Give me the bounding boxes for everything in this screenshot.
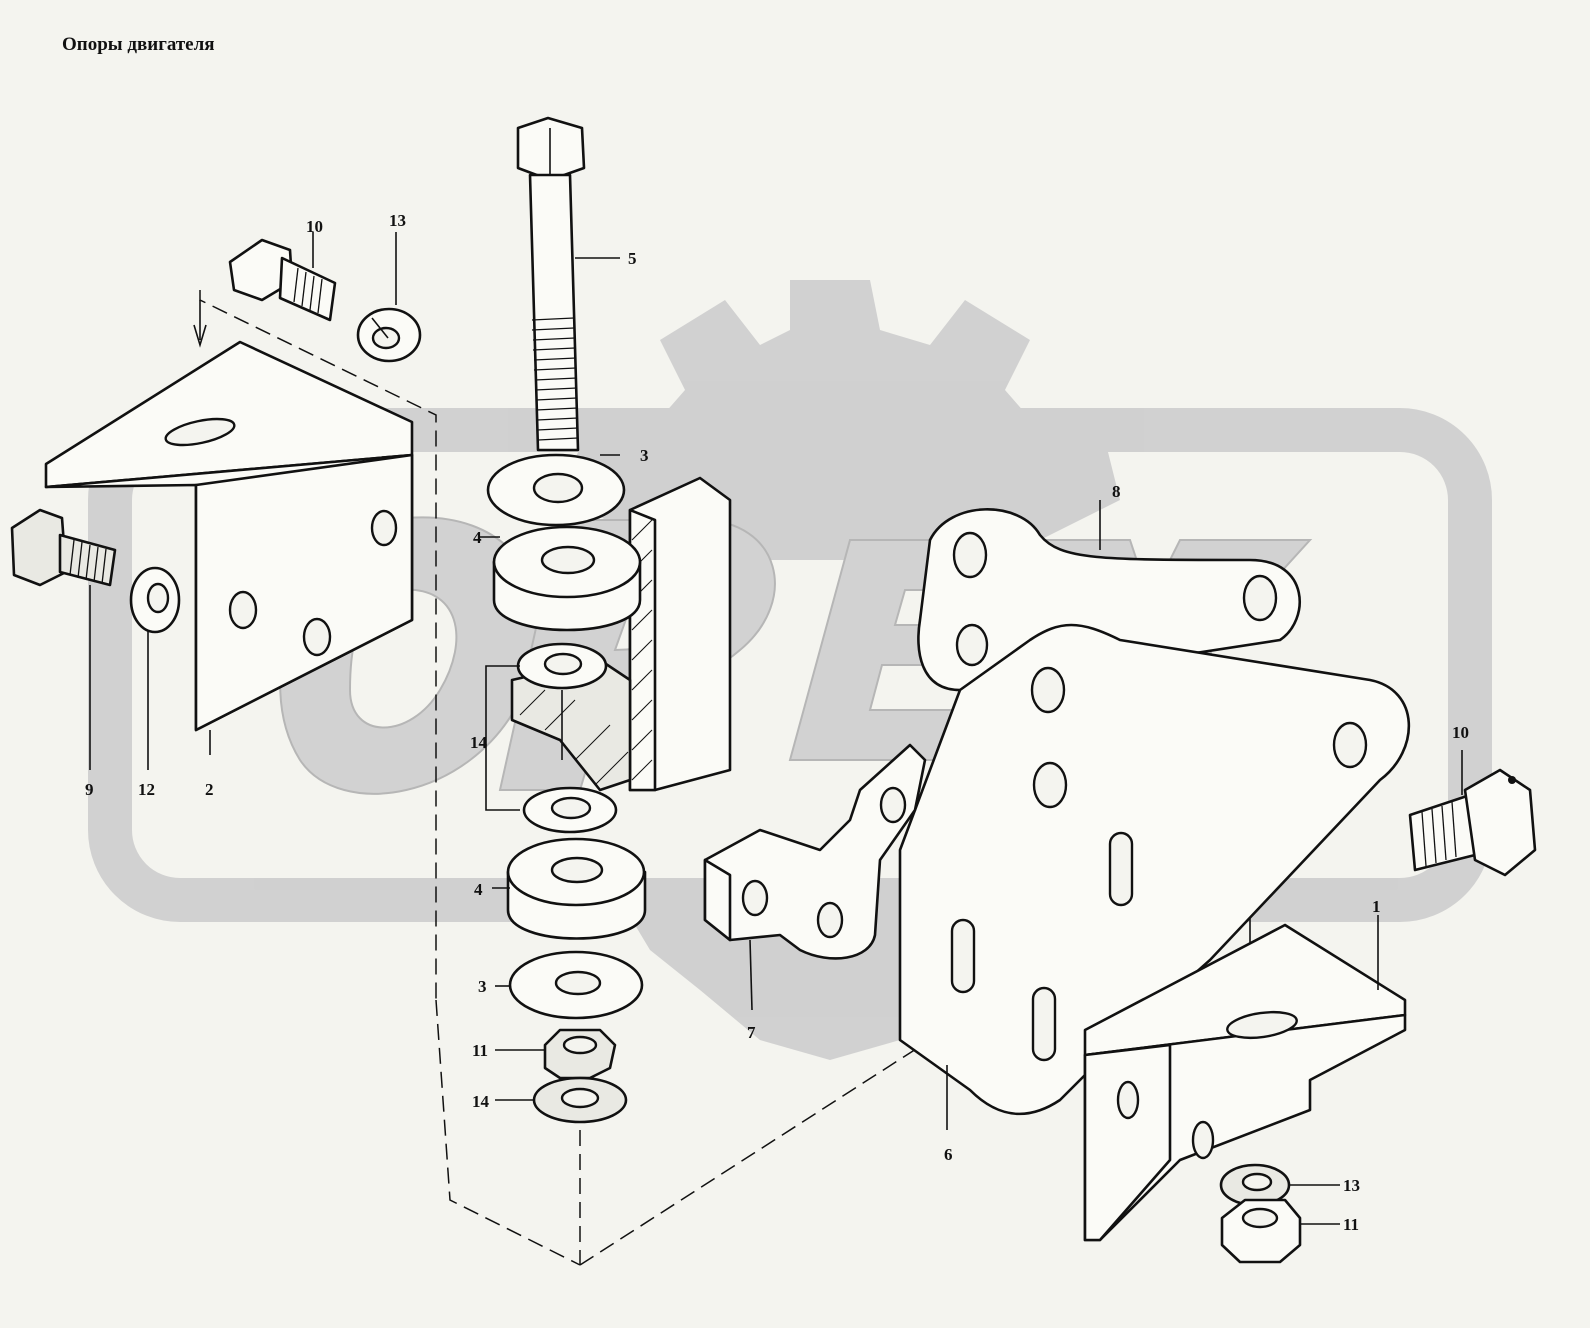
- bracket-1: [1083, 915, 1407, 1242]
- washer-14-upper: [485, 642, 608, 811]
- bolt-hole: [302, 617, 332, 657]
- callout-3-lower: 3: [478, 977, 487, 996]
- callout-1: 1: [1372, 897, 1381, 916]
- washer-14-lower: [495, 1076, 628, 1124]
- bolt-10-upper: [228, 232, 337, 322]
- washer-14-middle: [522, 786, 618, 834]
- bracket-2: [44, 340, 414, 755]
- washer-3-upper: [486, 453, 626, 527]
- diagram-title: Опоры двигателя: [62, 34, 215, 55]
- bolt-9: [10, 508, 117, 770]
- plate-7: [703, 743, 927, 1011]
- callout-7: 7: [747, 1023, 756, 1042]
- callout-labels: 1 2 3 3 4 4 5 6 7 8 9 10 10 11 11 12 13 …: [85, 211, 1469, 1234]
- slot-hole: [164, 417, 236, 447]
- lock-washer-12: [129, 566, 181, 770]
- callout-9: 9: [85, 780, 94, 799]
- bolt-hole: [370, 509, 398, 547]
- callout-12: 12: [138, 780, 155, 799]
- callout-4-lower: 4: [474, 880, 483, 899]
- bolt-10-right: [1408, 750, 1537, 877]
- bolt-5: [516, 116, 620, 452]
- callout-13-lower: 13: [1343, 1176, 1360, 1195]
- callout-6: 6: [944, 1145, 953, 1164]
- callout-5: 5: [628, 249, 637, 268]
- callout-3-upper: 3: [640, 446, 649, 465]
- callout-4-upper: 4: [473, 528, 482, 547]
- callout-14-upper: 14: [470, 733, 488, 752]
- support-block: [510, 476, 732, 792]
- callout-10-upper: 10: [306, 217, 323, 236]
- nut-11-right: [1220, 1198, 1340, 1264]
- callout-11-right: 11: [1343, 1215, 1359, 1234]
- callout-14-lower: 14: [472, 1092, 490, 1111]
- nut-11-lower: [495, 1028, 617, 1080]
- callout-2: 2: [205, 780, 214, 799]
- callout-11-lower: 11: [472, 1041, 488, 1060]
- callout-13-upper: 13: [389, 211, 406, 230]
- lock-washer-13-upper: [356, 232, 422, 363]
- callout-10-right: 10: [1452, 723, 1469, 742]
- callout-8: 8: [1112, 482, 1121, 501]
- bolt-hole: [228, 590, 258, 630]
- cushion-4-upper: [480, 525, 642, 632]
- plate-6: [898, 623, 1411, 1130]
- cushion-4-lower: [492, 837, 647, 940]
- plate-8: [917, 500, 1301, 692]
- washer-3-lower: [495, 950, 644, 1020]
